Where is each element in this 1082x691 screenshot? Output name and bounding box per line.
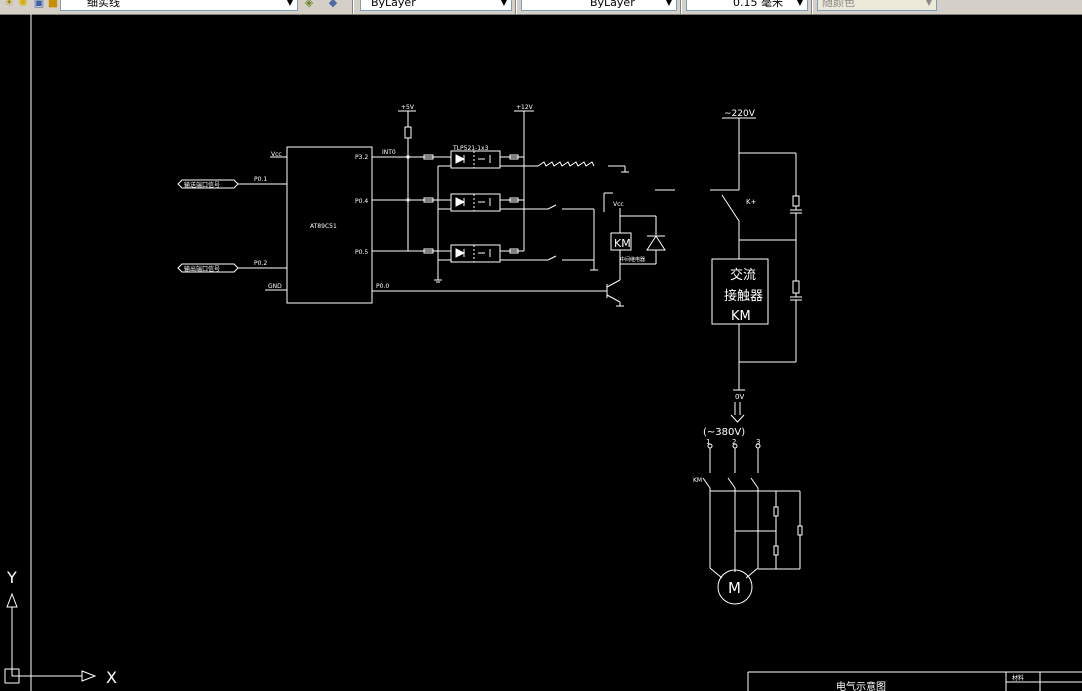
pin-p02-label: P0.2	[254, 260, 267, 267]
pin-p00-label: P0.0	[376, 283, 389, 290]
lineweight-value: 0.15 毫米	[733, 0, 783, 9]
main-contact-1	[702, 477, 711, 489]
junction-dot	[406, 155, 410, 159]
toolbar-separator	[680, 0, 682, 14]
phase-1-label: 1	[706, 438, 710, 446]
contactor-line3: KM	[731, 309, 751, 324]
toolbar-separator	[515, 0, 517, 14]
snubber-resistor	[792, 195, 800, 207]
optocoupler-1	[450, 150, 501, 169]
optocoupler-2	[450, 193, 501, 212]
pullup-resistor	[404, 126, 412, 139]
snubber-resistor	[773, 506, 779, 517]
title-block-material: 材料	[1012, 674, 1024, 682]
input-port-2-label: 输出端口信号	[184, 265, 220, 273]
toolbar-separator	[352, 0, 354, 14]
supply-5v-label: +5V	[401, 104, 415, 111]
resistor	[423, 197, 434, 203]
x-axis-label: X	[106, 668, 117, 687]
pin-p32-label: P3.2	[355, 154, 368, 161]
color-dropdown[interactable]: ByLayer ▼	[360, 0, 512, 11]
vcc-pin-label: Vcc	[271, 151, 282, 158]
relay-km-label: KM	[614, 237, 631, 250]
linetype-value: ByLayer	[590, 0, 635, 9]
input-port-1-label: 输送端口信号	[184, 181, 220, 189]
contactor-line2: 接触器	[724, 288, 763, 304]
gnd-pin-label: GND	[268, 283, 282, 290]
flyback-diode	[646, 235, 666, 251]
zigzag-wire	[537, 161, 595, 167]
switch-contact	[547, 255, 557, 261]
y-axis-label: Y	[6, 568, 17, 587]
title-block	[747, 671, 1082, 691]
relay-note-label: 中间继电器	[620, 256, 645, 263]
resistor	[423, 154, 434, 160]
three-phase-label: (~380V)	[703, 427, 745, 438]
snubber-resistor	[797, 525, 803, 536]
lineweight-dropdown[interactable]: 0.15 毫米 ▼	[686, 0, 808, 11]
int0-label: INT0	[382, 149, 396, 156]
properties-toolbar: ☀ ✺ ▣ ■ 细实线 ▼ ◈ ◆ ByLayer ▼ ByLayer ▼ 0.…	[0, 0, 1082, 15]
linetype-dropdown[interactable]: ByLayer ▼	[521, 0, 677, 11]
resistor	[509, 154, 519, 160]
snubber-resistor	[792, 280, 800, 294]
lock-icon[interactable]: ▣	[33, 0, 45, 9]
resistor	[509, 248, 519, 254]
relay-coil	[610, 232, 632, 251]
ucs-axis-icon	[4, 592, 97, 684]
contactor-line1: 交流	[730, 267, 756, 283]
optocoupler-label: TLP521-1x3	[452, 145, 489, 152]
snubber-resistor	[773, 545, 779, 556]
pin-p05-label: P0.5	[355, 249, 368, 256]
pin-p01-label: P0.1	[254, 176, 267, 183]
layer-name: 细实线	[87, 0, 120, 9]
resistor	[423, 248, 434, 254]
resistor	[509, 197, 519, 203]
layer-dropdown[interactable]: 细实线 ▼	[60, 0, 298, 11]
contactor-km[interactable]	[711, 258, 769, 325]
drawing-canvas[interactable]: AT89C51 Vcc GND 输送端口信号 P0.1 输出端口信号 P0.2 …	[0, 14, 1082, 691]
main-contact-2	[727, 477, 736, 489]
plotstyle-value: 随颜色	[822, 0, 855, 9]
switch-contact	[547, 204, 557, 210]
phase-2-label: 2	[732, 438, 736, 446]
chevron-down-icon: ▼	[925, 0, 933, 7]
ac-220v-label: ~220V	[724, 109, 756, 119]
chevron-down-icon[interactable]: ▼	[796, 0, 804, 7]
plotstyle-dropdown: 随颜色 ▼	[817, 0, 937, 11]
km-main-label: KM	[693, 477, 702, 484]
chevron-down-icon[interactable]: ▼	[286, 0, 294, 7]
phase-3-label: 3	[756, 438, 760, 446]
motor-label: M	[728, 579, 741, 597]
color-value: ByLayer	[371, 0, 416, 9]
mcu-chip[interactable]	[286, 146, 373, 304]
bulb-icon[interactable]: ☀	[4, 0, 14, 9]
junction-dot	[406, 198, 410, 202]
pin-p04-label: P0.4	[355, 198, 368, 205]
chevron-down-icon[interactable]: ▼	[665, 0, 673, 7]
mcu-model-label: AT89C51	[310, 223, 337, 230]
relay-vcc-label: Vcc	[613, 201, 624, 208]
chevron-down-icon[interactable]: ▼	[500, 0, 508, 7]
contact-k-label: K+	[746, 198, 757, 206]
optocoupler-3	[450, 244, 501, 263]
make-current-icon[interactable]: ◈	[304, 0, 314, 9]
toolbar-separator	[811, 0, 813, 14]
motor[interactable]	[717, 569, 753, 605]
sun-icon[interactable]: ✺	[18, 0, 28, 9]
layer-color-icon[interactable]: ■	[47, 0, 59, 9]
supply-12v-label: +12V	[516, 104, 534, 111]
relay-contact-k	[721, 194, 740, 222]
layer-previous-icon[interactable]: ◆	[328, 0, 338, 9]
zero-v-label: 0V	[735, 393, 744, 401]
main-contact-3	[750, 477, 759, 489]
title-block-title: 电气示意图	[836, 680, 886, 691]
